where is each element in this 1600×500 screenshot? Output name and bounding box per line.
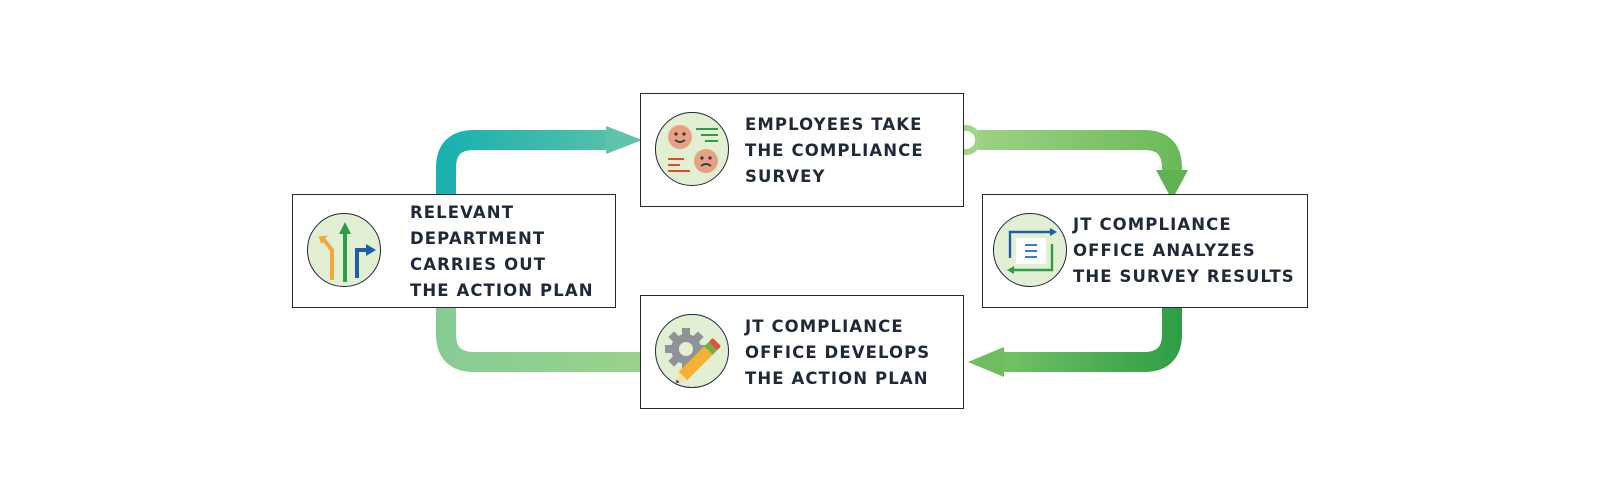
step-label: JT COMPLIANCE OFFICE DEVELOPS THE ACTION… (745, 317, 931, 388)
gear-pencil-icon (655, 314, 729, 388)
step-office-develops-plan: JT COMPLIANCE OFFICE DEVELOPS THE ACTION… (640, 295, 964, 409)
step-department-carries-out-plan: RELEVANT DEPARTMENT CARRIES OUT THE ACTI… (292, 194, 616, 308)
arrow-carry-to-survey (436, 130, 610, 194)
step-label: JT COMPLIANCE OFFICE ANALYZES THE SURVEY… (1073, 215, 1295, 286)
step-employees-take-survey: EMPLOYEES TAKE THE COMPLIANCE SURVEY (640, 93, 964, 207)
arrowhead-to-analyze (1156, 170, 1188, 200)
arrowhead-to-develop (968, 347, 1004, 377)
direction-arrows-icon (307, 213, 381, 287)
arrow-survey-to-analyze (978, 130, 1182, 178)
analysis-document-icon (993, 213, 1067, 287)
step-label: EMPLOYEES TAKE THE COMPLIANCE SURVEY (745, 115, 924, 186)
arrow-develop-to-carry (436, 308, 640, 372)
survey-faces-icon (655, 112, 729, 186)
step-label: RELEVANT DEPARTMENT CARRIES OUT THE ACTI… (410, 203, 594, 300)
step-office-analyzes-results: JT COMPLIANCE OFFICE ANALYZES THE SURVEY… (982, 194, 1308, 308)
arrowhead-to-survey (606, 126, 642, 154)
arrow-analyze-to-develop (1000, 308, 1182, 372)
